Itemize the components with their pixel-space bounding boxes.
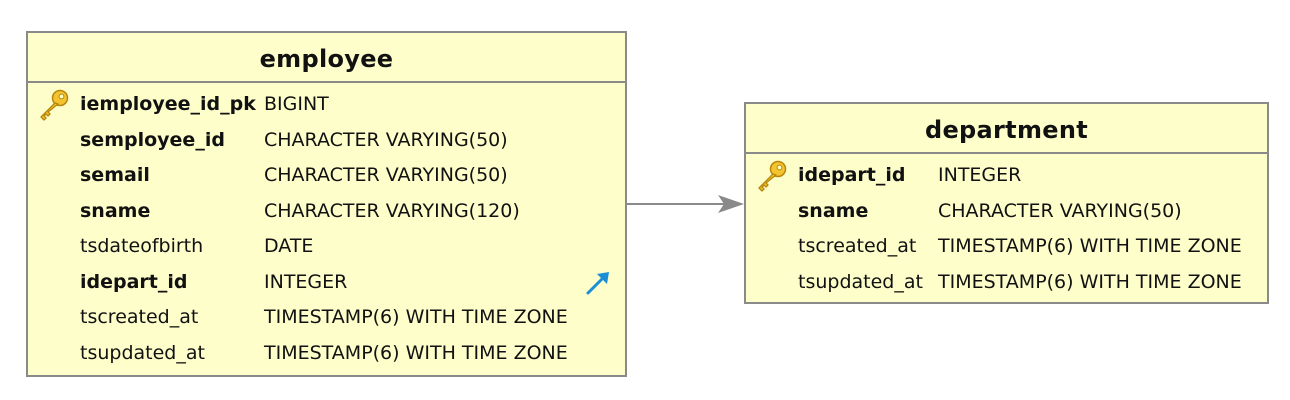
primary-key-icon	[754, 159, 788, 193]
column-type: CHARACTER VARYING(50)	[938, 199, 1182, 222]
column-row-tsupdated_at[interactable]: tsupdated_at TIMESTAMP(6) WITH TIME ZONE	[28, 336, 625, 372]
column-name: sname	[80, 199, 151, 222]
column-type: CHARACTER VARYING(50)	[264, 128, 508, 151]
column-row-iemployee_id_pk[interactable]: iemployee_id_pk BIGINT	[28, 87, 625, 123]
foreign-key-icon	[585, 270, 611, 296]
column-row-tsupdated_at[interactable]: tsupdated_at TIMESTAMP(6) WITH TIME ZONE	[746, 265, 1267, 301]
column-name: tsupdated_at	[798, 270, 923, 293]
column-type: TIMESTAMP(6) WITH TIME ZONE	[264, 306, 568, 328]
column-name: tsdateofbirth	[80, 235, 204, 257]
column-name: tscreated_at	[80, 306, 199, 328]
column-type: CHARACTER VARYING(50)	[264, 164, 508, 186]
column-type: INTEGER	[264, 270, 348, 293]
column-type: TIMESTAMP(6) WITH TIME ZONE	[264, 341, 568, 364]
column-name: idepart_id	[798, 164, 906, 186]
department-column-list: idepart_id INTEGER sname CHARACTER VARYING(…	[746, 154, 1267, 300]
employee-table-title: employee	[28, 33, 625, 83]
column-name: tscreated_at	[798, 235, 917, 257]
column-name: tsupdated_at	[80, 341, 205, 364]
column-row-tsdateofbirth[interactable]: tsdateofbirth DATE	[28, 229, 625, 265]
column-row-semployee_id[interactable]: semployee_id CHARACTER VARYING(50)	[28, 123, 625, 159]
column-name: semployee_id	[80, 128, 225, 151]
column-type: CHARACTER VARYING(120)	[264, 199, 520, 222]
column-name: iemployee_id_pk	[80, 93, 256, 115]
column-row-idepart_id[interactable]: idepart_id INTEGER	[28, 265, 625, 301]
column-type: BIGINT	[264, 93, 329, 115]
column-name: semail	[80, 164, 150, 186]
column-row-tscreated_at[interactable]: tscreated_at TIMESTAMP(6) WITH TIME ZONE	[28, 300, 625, 336]
column-name: sname	[798, 199, 869, 222]
relationship-arrowhead	[718, 195, 744, 213]
column-row-idepart_id[interactable]: idepart_id INTEGER	[746, 158, 1267, 194]
column-row-tscreated_at[interactable]: tscreated_at TIMESTAMP(6) WITH TIME ZONE	[746, 229, 1267, 265]
primary-key-icon	[36, 88, 70, 122]
department-table[interactable]: department idepart_id INTEGER sname CHARACT…	[744, 102, 1269, 304]
column-row-sname[interactable]: sname CHARACTER VARYING(120)	[28, 194, 625, 230]
column-type: INTEGER	[938, 164, 1022, 186]
column-type: TIMESTAMP(6) WITH TIME ZONE	[938, 235, 1242, 257]
column-row-semail[interactable]: semail CHARACTER VARYING(50)	[28, 158, 625, 194]
column-row-sname[interactable]: sname CHARACTER VARYING(50)	[746, 194, 1267, 230]
column-type: TIMESTAMP(6) WITH TIME ZONE	[938, 270, 1242, 293]
department-table-title: department	[746, 104, 1267, 154]
employee-table[interactable]: employee iemployee_id_pk BIGINT semployee_…	[26, 31, 627, 377]
column-type: DATE	[264, 235, 314, 257]
column-name: idepart_id	[80, 270, 188, 293]
